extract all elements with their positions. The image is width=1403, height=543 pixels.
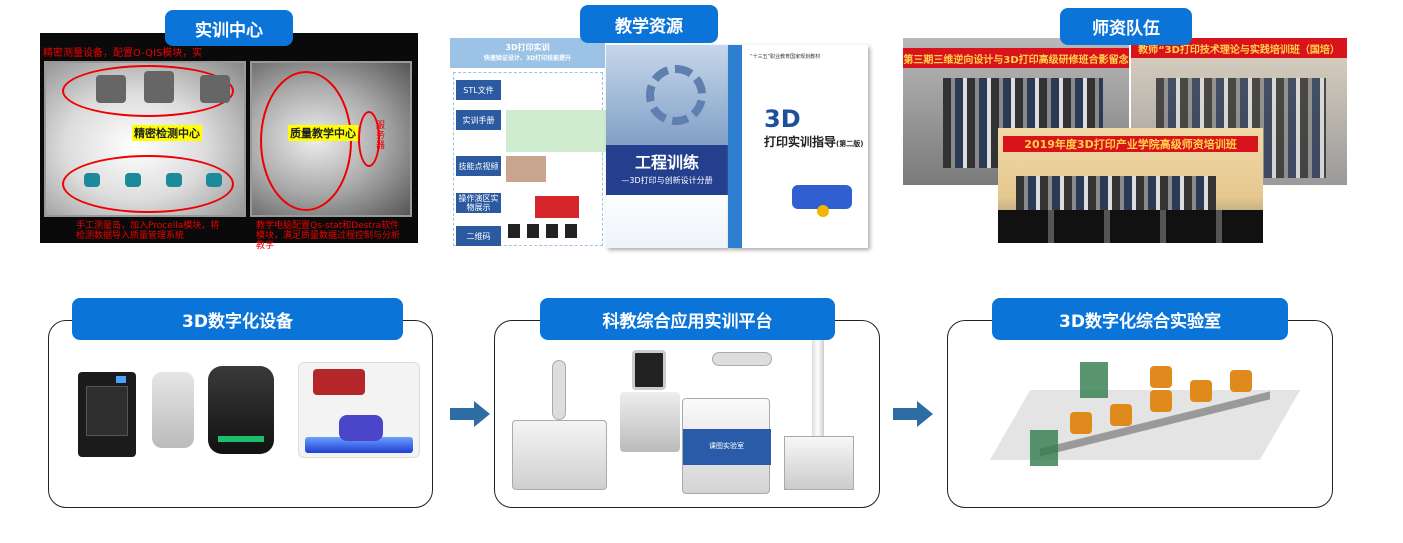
panel-body xyxy=(453,72,603,246)
lab-badge: 3D数字化综合实验室 xyxy=(992,298,1288,340)
banner-3: 2019年度3D打印产业学院高级师资培训班 xyxy=(1003,136,1258,152)
panel-row-video: 技能点视频 xyxy=(456,156,501,176)
qr-codes xyxy=(508,224,578,238)
measure-station xyxy=(206,173,222,187)
devices-badge: 3D数字化设备 xyxy=(72,298,403,340)
demo-part-image xyxy=(535,196,579,218)
handheld-scanner-image xyxy=(152,372,194,448)
label-quality-center: 质量教学中心 xyxy=(288,125,358,141)
measure-station xyxy=(84,173,100,187)
book1-subtitle: —3D打印与创新设计分册 xyxy=(621,176,713,185)
manual-thumbnail xyxy=(506,110,606,152)
measure-station xyxy=(125,173,141,187)
book2-3d: 3D xyxy=(764,105,801,133)
annotation-ellipse-right xyxy=(260,71,352,211)
scanner-black-image xyxy=(208,366,274,454)
book2-edition: (第二版) xyxy=(836,140,864,148)
panel-row-manual: 实训手册 xyxy=(456,110,501,130)
book-3d-printing-guide: “十三五”职业教育国家规划教材 3D 打印实训指导(第二版) xyxy=(728,45,868,248)
annotation-ellipse-server xyxy=(358,111,380,167)
group-people xyxy=(1016,176,1216,216)
floorplan-note-left: 手工测量岛，加入Procella模块，将检测数据导入质量管理系统 xyxy=(76,221,220,241)
ball-illustration xyxy=(817,205,829,217)
resource-panel: 3D打印实训 快速验证设计、3D打印技能提升 STL文件 实训手册 技能点视频 … xyxy=(450,38,610,248)
cmm-machine xyxy=(96,75,126,103)
arrow-right-icon xyxy=(450,401,490,427)
floorplan-top-note: 精密测量设备，配置O-QIS模块，实 xyxy=(43,48,203,59)
video-thumbnail xyxy=(506,156,546,182)
label-precision-center: 精密检测中心 xyxy=(132,125,202,141)
book1-band xyxy=(606,145,728,195)
collab-arm-image xyxy=(712,352,772,366)
book-engineering-training: 工程训练 —3D打印与创新设计分册 xyxy=(606,45,728,248)
measure-station xyxy=(166,173,182,187)
label-server: 服务器 xyxy=(376,121,386,151)
training-center-floorplan: 精密测量设备，配置O-QIS模块，实 精密检测中心 质量教学中心 服务器 手工测… xyxy=(40,33,418,251)
panel-row-demo: 操作演区实物展示 xyxy=(456,193,501,213)
robot-workbench-image xyxy=(512,420,607,490)
scanning-demo-image xyxy=(298,362,420,458)
annotation-ellipse-bottom xyxy=(62,155,234,213)
banner-1: 第三期三维逆向设计与3D打印高级研修班合影留念 xyxy=(903,48,1129,68)
book2-title: 打印实训指导(第二版) xyxy=(764,133,863,150)
cmm-machine xyxy=(200,75,230,103)
faculty-photo-3: 2019年度3D打印产业学院高级师资培训班 xyxy=(998,128,1263,243)
gear-icon xyxy=(646,65,706,125)
training-center-badge: 实训中心 xyxy=(165,10,293,46)
arrow-right-icon xyxy=(893,401,933,427)
cmm-machine xyxy=(144,71,174,103)
tower-robot-image xyxy=(784,340,854,490)
book2-series: “十三五”职业教育国家规划教材 xyxy=(750,54,821,60)
faculty-badge: 师资队伍 xyxy=(1060,8,1192,45)
robot-arm-image xyxy=(552,360,566,420)
panel-subtitle: 快速验证设计、3D打印技能提升 xyxy=(483,55,572,62)
panel-title: 3D打印实训 xyxy=(505,43,550,52)
panel-header: 3D打印实训 快速验证设计、3D打印技能提升 xyxy=(450,38,605,68)
panel-row-qrcode: 二维码 xyxy=(456,226,501,246)
kiosk-stand-image xyxy=(620,392,680,452)
lab-sign: 课图实验室 xyxy=(709,442,744,450)
monitors xyxy=(998,210,1263,243)
mobile-robot-image: 课图实验室 xyxy=(682,398,771,494)
lab-layout-image xyxy=(989,350,1301,500)
panel-row-stl: STL文件 xyxy=(456,80,501,100)
book1-title: 工程训练 xyxy=(634,153,699,172)
floorplan-note-right: 教学电脑配置Qs-stat和Destra软件模块，满足质量数据过程控制与分析教学 xyxy=(256,221,401,251)
kiosk-image xyxy=(632,350,666,390)
3d-printer-image xyxy=(78,372,136,457)
platform-badge: 科教综合应用实训平台 xyxy=(540,298,835,340)
teaching-resources-badge: 教学资源 xyxy=(580,5,718,43)
book2-title-text: 打印实训指导 xyxy=(764,135,837,149)
annotation-ellipse-top xyxy=(62,65,234,117)
